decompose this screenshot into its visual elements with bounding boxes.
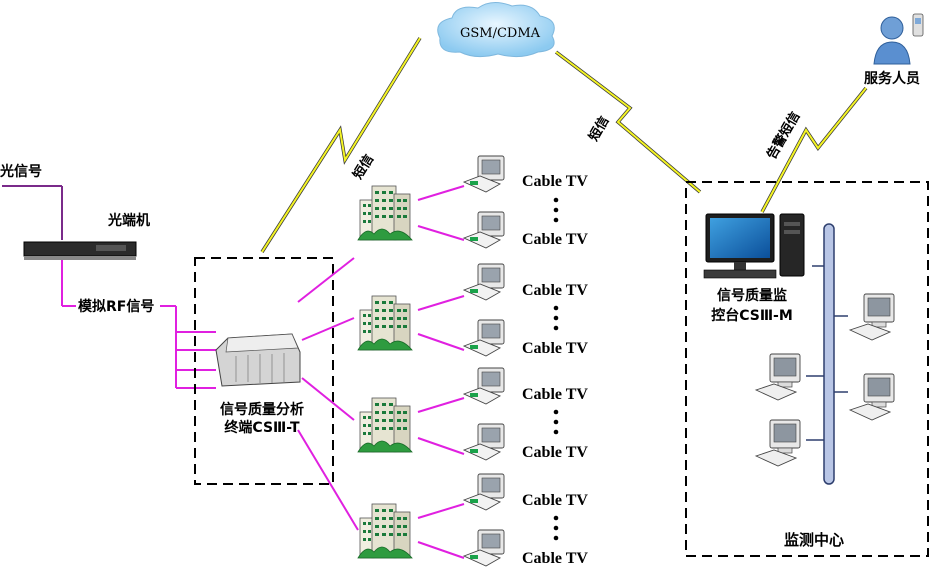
pc-icon-left-1: [755, 353, 801, 401]
building-3: [357, 397, 413, 453]
lightning-middle: [554, 50, 702, 194]
console-workstation: [703, 213, 805, 279]
terminal-to-building-lines: [297, 257, 359, 531]
terminal-label-line1: 信号质量分析: [220, 401, 304, 418]
terminal-label-line2: 终端CSⅢ-T: [224, 419, 300, 436]
cable-tv-label-1: Cable TV: [522, 173, 588, 190]
lightning-right: [760, 86, 868, 213]
tv-icon-5: [463, 367, 505, 405]
optical-signal-label: 光信号: [0, 163, 42, 180]
alarm-sms-label: 告警短信: [764, 109, 804, 162]
optical-receiver-label: 光端机: [107, 212, 150, 229]
cable-tv-label-6: Cable TV: [522, 444, 588, 461]
ellipsis-dots: [553, 197, 559, 541]
cloud-label: GSM/CDMA: [460, 26, 541, 41]
building-4: [357, 503, 413, 559]
building-1: [357, 185, 413, 241]
tv-icon-2: [463, 211, 505, 249]
analog-rf-label: 模拟RF信号: [78, 298, 154, 315]
terminal-box: [194, 257, 334, 485]
tv-icon-1: [463, 155, 505, 193]
analyzer-device: [215, 333, 301, 387]
tv-icon-3: [463, 263, 505, 301]
cable-tv-label-3: Cable TV: [522, 282, 588, 299]
building-2: [357, 295, 413, 351]
tv-icon-7: [463, 473, 505, 511]
pc-icon-right-1: [849, 293, 895, 341]
console-label-line2: 控台CSⅢ-M: [711, 307, 793, 324]
lightning-left: [260, 37, 422, 253]
tv-icon-4: [463, 319, 505, 357]
console-label-line1: 信号质量监: [717, 287, 787, 304]
phone-icon: [912, 13, 924, 37]
sms-label-left: 短信: [350, 152, 377, 183]
monitor-center-box: [685, 181, 929, 557]
service-person: 服务人员: [864, 13, 924, 87]
monitor-center-label: 监测中心: [784, 531, 844, 549]
pc-icon-left-2: [755, 419, 801, 467]
cable-tv-label-8: Cable TV: [522, 550, 588, 567]
sms-label-mid: 短信: [586, 113, 613, 144]
tv-icon-8: [463, 529, 505, 567]
building-to-tv-lines: [417, 185, 465, 559]
cable-tv-label-7: Cable TV: [522, 492, 588, 509]
tv-icon-6: [463, 423, 505, 461]
network-bus: [823, 223, 835, 485]
cable-tv-label-2: Cable TV: [522, 231, 588, 248]
bus-connectors: [806, 265, 848, 441]
service-person-label: 服务人员: [864, 70, 920, 87]
optical-receiver-device: [23, 241, 137, 260]
cable-tv-label-5: Cable TV: [522, 386, 588, 403]
cable-tv-label-4: Cable TV: [522, 340, 588, 357]
pc-icon-right-2: [849, 373, 895, 421]
gsm-cdma-cloud: GSM/CDMA: [437, 2, 555, 58]
